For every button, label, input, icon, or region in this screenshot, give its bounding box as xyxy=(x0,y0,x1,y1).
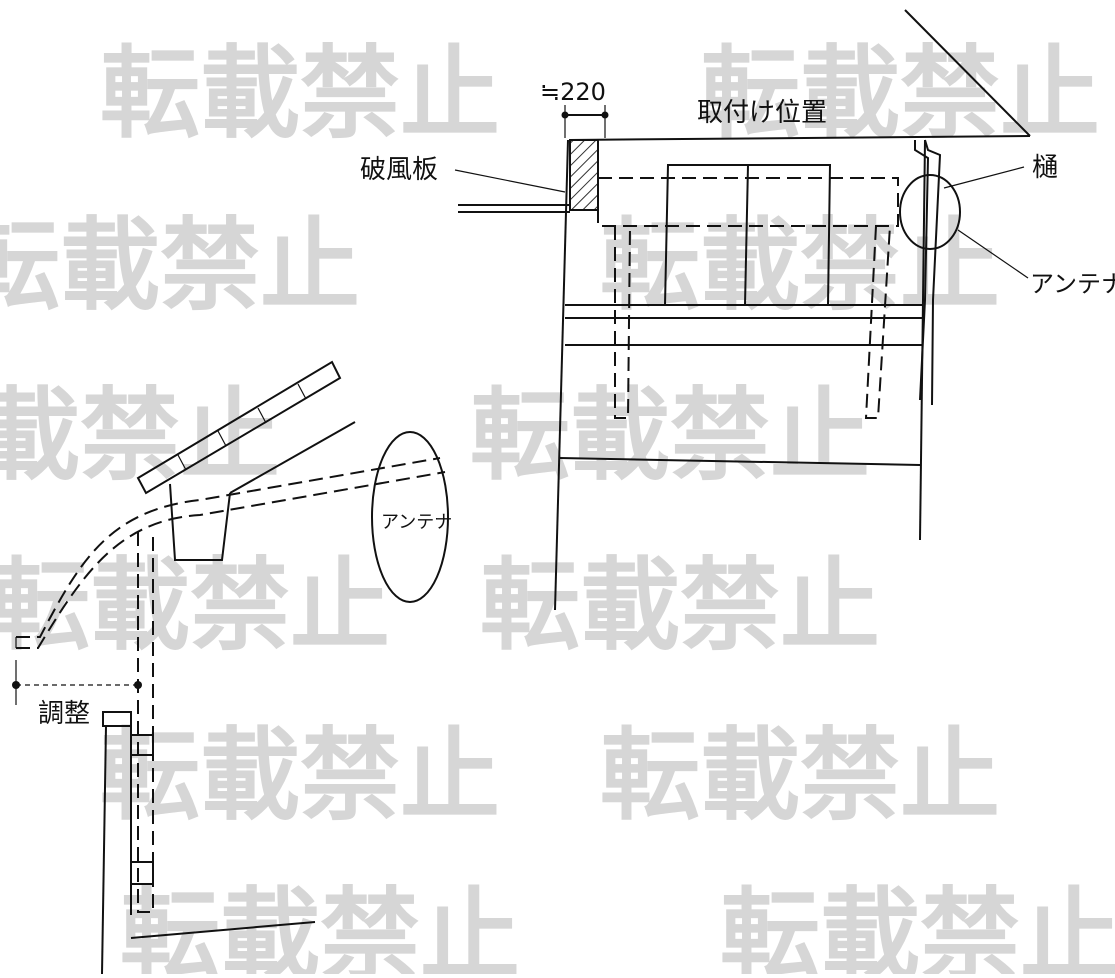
bracket-top xyxy=(130,734,154,756)
watermark-row-3: 転載禁止 xyxy=(0,377,280,494)
tile-line-4 xyxy=(297,383,307,400)
wall-cap xyxy=(102,711,132,727)
roof-lower-line xyxy=(229,421,356,494)
tile-line-1 xyxy=(177,454,187,471)
gutter-pipe-left xyxy=(914,140,930,401)
watermark-row-2: 転載禁止 xyxy=(0,207,360,324)
watermark-row-1b: 転載禁止 xyxy=(700,35,1100,152)
watermark-row-4: 転載禁止 xyxy=(0,547,390,664)
eave-top-line xyxy=(569,135,1031,141)
watermark-row-6: 転載禁止 xyxy=(120,877,520,974)
watermark-row-5b: 転載禁止 xyxy=(600,717,1000,834)
watermark-row-4b: 転載禁止 xyxy=(480,547,880,664)
right-elevation-drawing xyxy=(458,9,1031,611)
gutter-label: 樋 xyxy=(1032,153,1058,183)
tile-line-2 xyxy=(217,430,227,447)
antenna-left-label: アンテナ xyxy=(381,512,452,533)
watermark-row-3b: 転載禁止 xyxy=(470,377,870,494)
window-frame xyxy=(664,164,832,306)
fascia-board-hatched xyxy=(569,139,599,211)
bracket-bottom xyxy=(130,861,154,885)
antenna-cable-dashed-2 xyxy=(16,471,446,649)
gutter-leader xyxy=(943,166,1025,189)
gutter-box xyxy=(169,483,231,561)
left-section-drawing: 調整 アンテナ xyxy=(12,360,452,975)
roof-board xyxy=(136,360,342,495)
antenna-mast-left-dashed xyxy=(614,225,631,419)
dimension-label: ≒220 xyxy=(540,78,606,106)
tile-line-3 xyxy=(257,407,267,424)
adjust-dot-right xyxy=(134,681,142,689)
watermark-row-5: 転載禁止 xyxy=(100,717,500,834)
wall-left-line xyxy=(554,139,569,611)
antenna-right-label: アンテナ xyxy=(1030,270,1115,298)
antenna-cable-dashed-1 xyxy=(16,457,441,638)
install-position-label: 取付け位置 xyxy=(697,98,827,128)
roof-slope-line xyxy=(904,9,1031,137)
watermark-row-2b: 転載禁止 xyxy=(600,207,1000,324)
mast-dashed xyxy=(137,532,154,913)
window-mullion xyxy=(744,164,749,306)
antenna-box-dashed xyxy=(597,177,899,227)
fascia-board-label: 破風板 xyxy=(360,155,438,185)
right-labels: ≒220 取付け位置 破風板 樋 アンテナ xyxy=(360,78,1115,298)
antenna-ellipse-right xyxy=(899,174,961,250)
base-line xyxy=(130,921,316,939)
gutter-pipe-right xyxy=(924,139,942,406)
dimension-dot-right xyxy=(601,111,609,119)
adjust-label: 調整 xyxy=(38,699,90,729)
antenna-ellipse-left xyxy=(371,431,449,603)
antenna-right-leader xyxy=(957,229,1029,279)
antenna-mast-right-dashed xyxy=(864,225,891,419)
fascia-board-leader xyxy=(454,169,566,193)
watermark-row-1: 転載禁止 xyxy=(100,35,500,152)
watermark-row-6b: 転載禁止 xyxy=(720,877,1115,974)
dimension-dot-left xyxy=(561,111,569,119)
wall-left-line xyxy=(101,725,107,975)
floor-line xyxy=(559,457,921,466)
watermark-layer: 転載禁止 転載禁止 転載禁止 転載禁止 転載禁止 転載禁止 転載禁止 転載禁止 … xyxy=(0,35,1115,978)
